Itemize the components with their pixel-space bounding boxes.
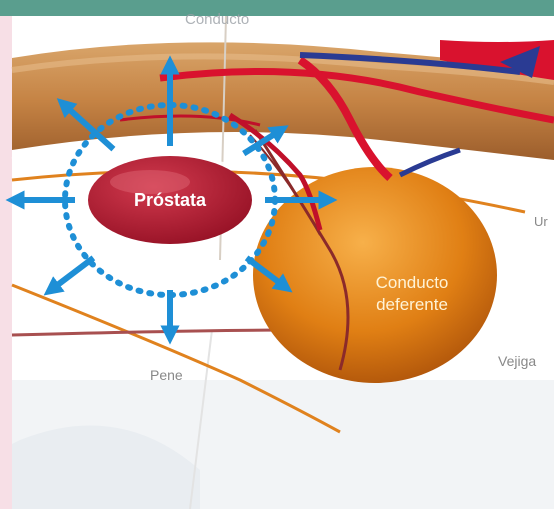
label-right-edge: Vejiga — [498, 353, 536, 369]
left-strip — [0, 0, 12, 509]
label-top: Conducto — [185, 11, 249, 28]
label-prostate: Próstata — [134, 190, 207, 210]
label-right-small: Ur — [534, 214, 548, 229]
label-bottom: Pene — [150, 367, 183, 383]
label-vas-deferens-1: Conducto — [376, 273, 449, 292]
header-bar — [0, 0, 554, 16]
label-vas-deferens-2: deferente — [376, 295, 448, 314]
